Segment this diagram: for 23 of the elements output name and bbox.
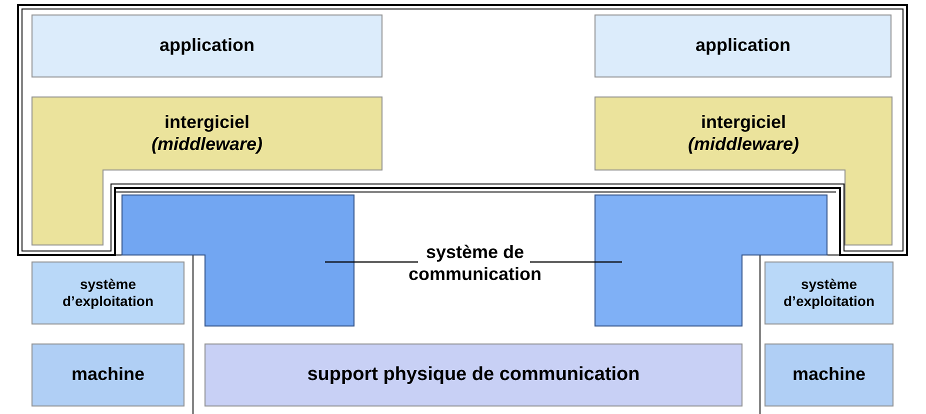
layer-label: machine [792, 364, 866, 386]
leader-line [530, 261, 622, 263]
layer-label: support physique de communication [307, 364, 640, 386]
layer-box [595, 15, 891, 77]
layer-box [205, 344, 742, 406]
layer-box [32, 262, 184, 324]
layer-sublabel: (middleware) [688, 134, 800, 156]
layer-label: intergiciel [164, 112, 250, 134]
diagram-label: système de communication [408, 242, 542, 286]
layer-sublabel: (middleware) [151, 134, 263, 156]
leader-line [325, 261, 418, 263]
layer-box [765, 344, 893, 406]
layer-label: système d’exploitation [782, 276, 876, 310]
layer-box [32, 15, 382, 77]
layer-label: application [695, 35, 790, 57]
layer-label: machine [71, 364, 145, 386]
layer-label: application [159, 35, 254, 57]
layer-shape [32, 97, 382, 245]
layer-box [32, 344, 184, 406]
layer-label: système d’exploitation [62, 276, 154, 310]
layer-box [765, 262, 893, 324]
layer-shape [595, 97, 892, 245]
layer-label: intergiciel [700, 112, 786, 134]
